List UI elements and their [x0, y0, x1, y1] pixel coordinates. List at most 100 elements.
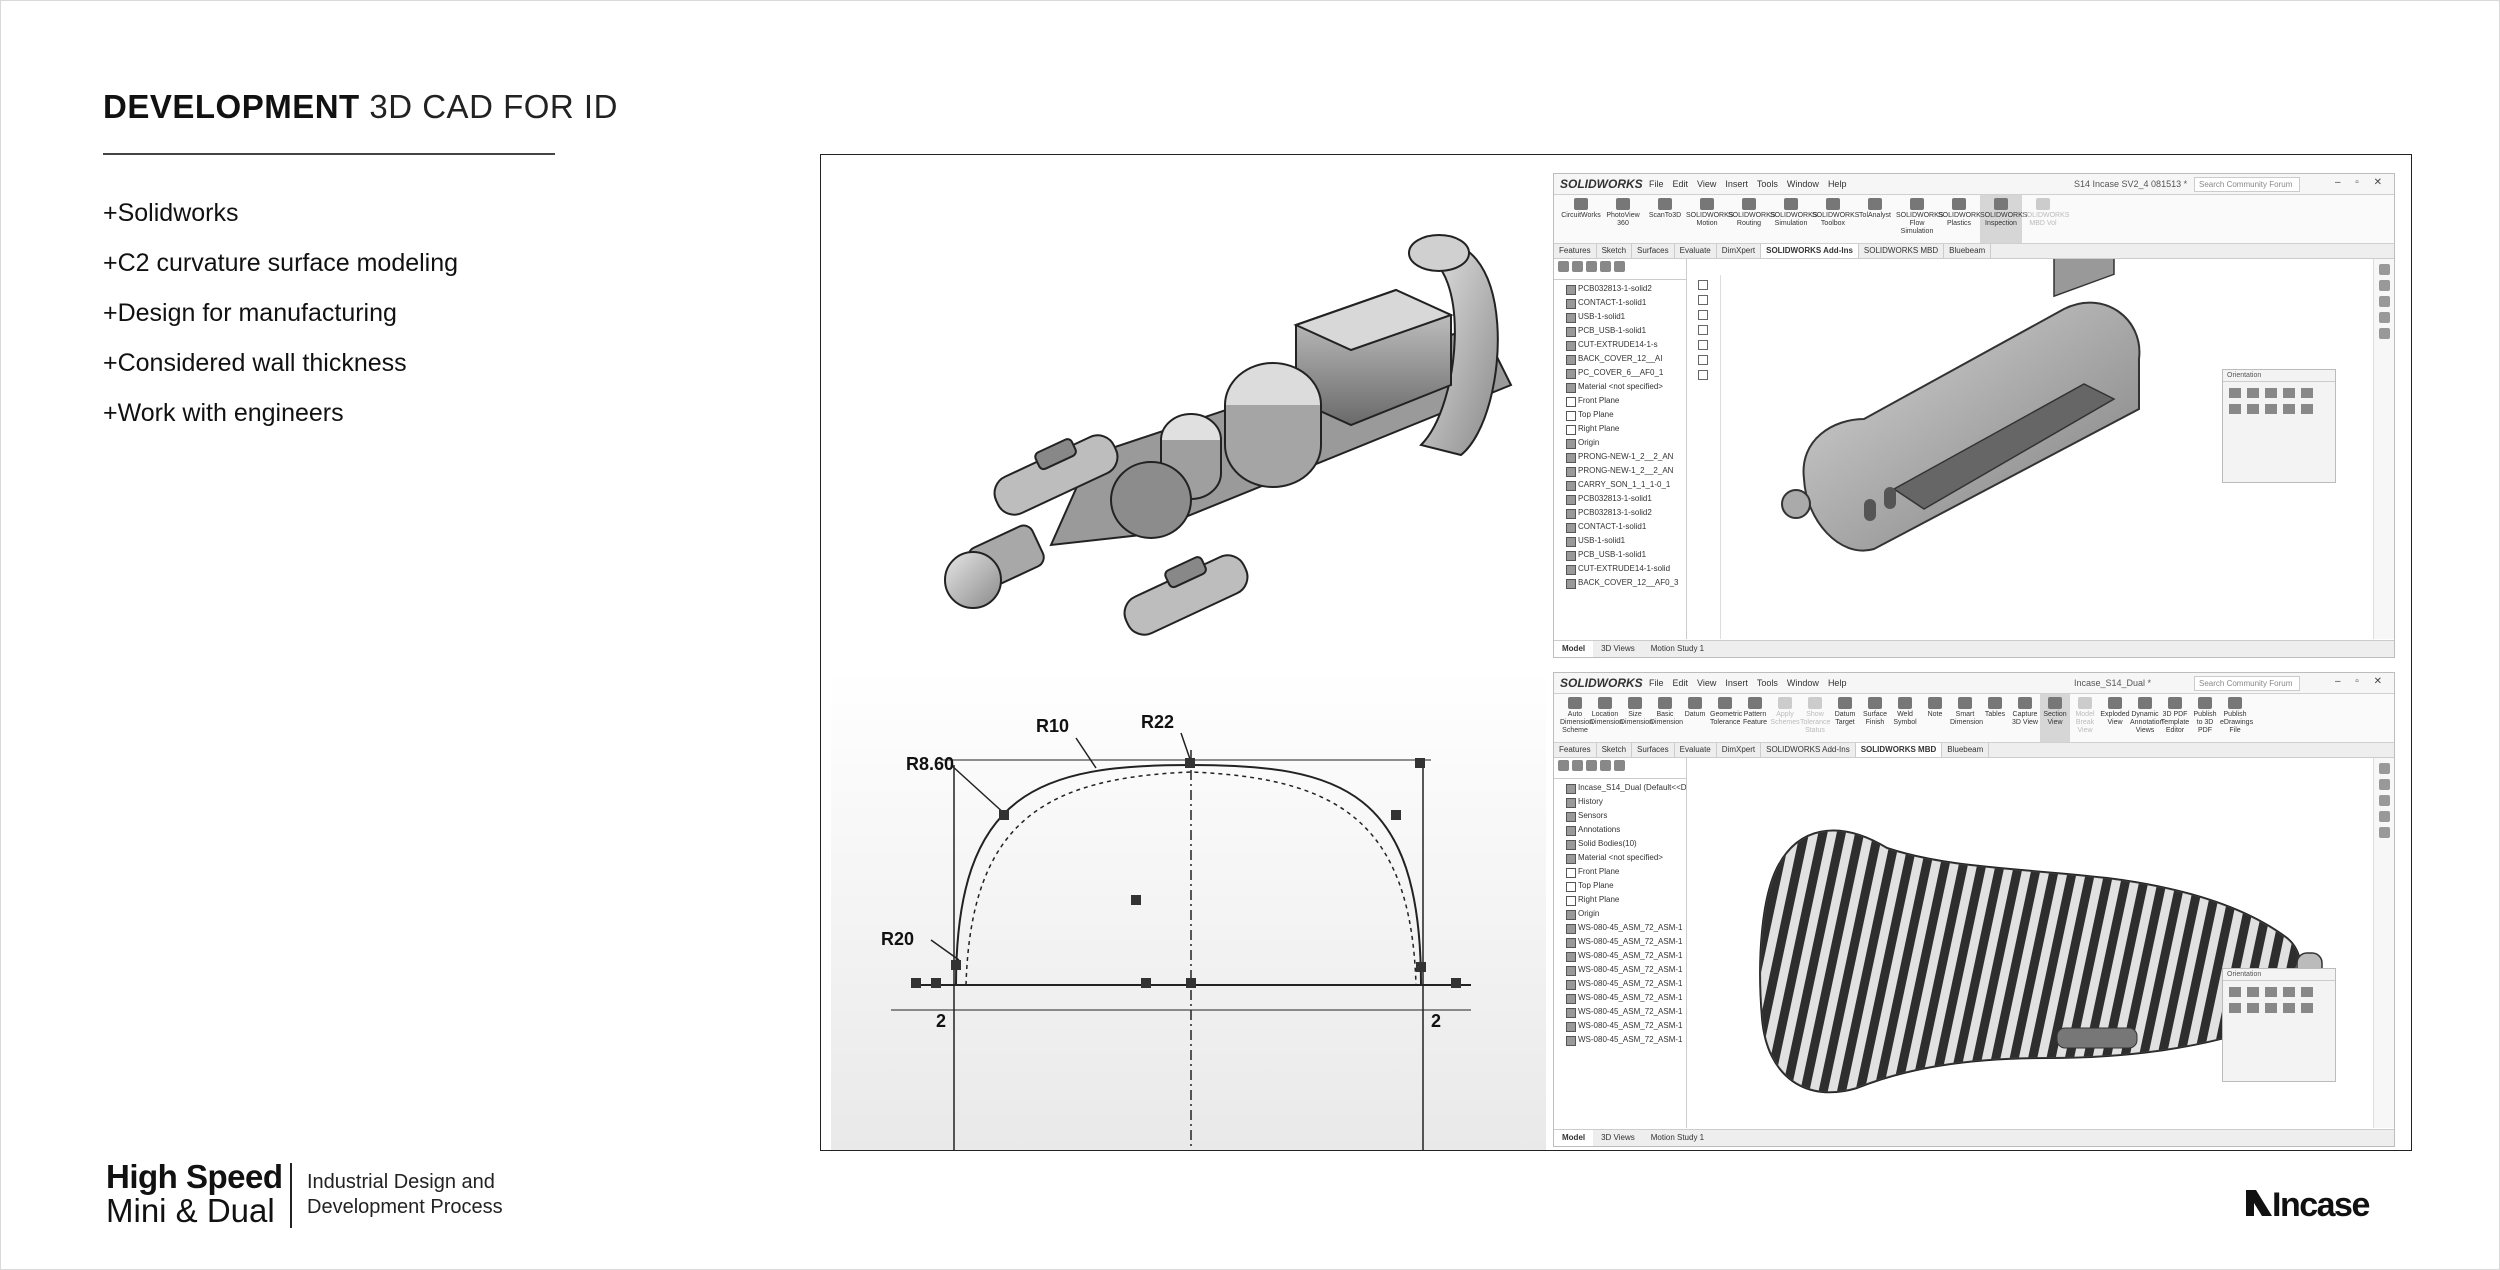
display-manager-icon[interactable]: [1614, 760, 1625, 771]
tree-item[interactable]: CUT-EXTRUDE14-1-solid: [1564, 562, 1686, 576]
tab-bluebeam[interactable]: Bluebeam: [1944, 244, 1992, 258]
tree-item[interactable]: USB-1-solid1: [1564, 534, 1686, 548]
tree-item[interactable]: Right Plane: [1564, 893, 1686, 907]
cmd-button[interactable]: Weld Symbol: [1890, 694, 1920, 742]
feature-manager-icon[interactable]: [1558, 261, 1569, 272]
tree-item[interactable]: Top Plane: [1564, 408, 1686, 422]
dimxpert-icon[interactable]: [1600, 261, 1611, 272]
cmd-button[interactable]: Tables: [1980, 694, 2010, 742]
menu-file[interactable]: File: [1649, 678, 1664, 688]
tab-dimxpert[interactable]: DimXpert: [1717, 743, 1762, 757]
tree-item[interactable]: CONTACT-1-solid1: [1564, 520, 1686, 534]
task-pane-icon[interactable]: [2378, 312, 2390, 323]
tree-item[interactable]: PCB_USB-1-solid1: [1564, 324, 1686, 338]
cmd-button-active[interactable]: Section View: [2040, 694, 2070, 742]
tree-item[interactable]: BACK_COVER_12__AI: [1564, 352, 1686, 366]
cmd-button[interactable]: Basic Dimension: [1650, 694, 1683, 742]
tree-item[interactable]: WS-080-45_ASM_72_ASM-1: [1564, 963, 1686, 977]
tree-item[interactable]: PRONG-NEW-1_2__2_AN: [1564, 464, 1686, 478]
menu-help[interactable]: Help: [1827, 678, 1847, 688]
tab-3d-views[interactable]: 3D Views: [1601, 644, 1635, 653]
property-manager-icon[interactable]: [1572, 760, 1583, 771]
tab-3d-views[interactable]: 3D Views: [1601, 1133, 1635, 1142]
tab-mbd[interactable]: SOLIDWORKS MBD: [1855, 743, 1943, 757]
task-pane-icon[interactable]: [2378, 296, 2390, 307]
tree-item[interactable]: Material <not specified>: [1564, 380, 1686, 394]
cmd-button[interactable]: Publish eDrawings File: [2220, 694, 2253, 742]
cmd-button-active[interactable]: SOLIDWORKS Inspection: [1980, 195, 2027, 243]
orientation-dialog[interactable]: Orientation: [2222, 369, 2336, 483]
cmd-button[interactable]: Size Dimension: [1620, 694, 1653, 742]
checkbox[interactable]: [1698, 280, 1708, 290]
cmd-button[interactable]: Pattern Feature: [1740, 694, 1770, 742]
menu-tools[interactable]: Tools: [1756, 179, 1778, 189]
checkbox[interactable]: [1698, 325, 1708, 335]
tree-item[interactable]: History: [1564, 795, 1686, 809]
cmd-button[interactable]: Dynamic Annotation Views: [2130, 694, 2163, 742]
tree-item[interactable]: Annotations: [1564, 823, 1686, 837]
search-input[interactable]: Search Community Forum: [2194, 177, 2300, 192]
task-pane-icon[interactable]: [2378, 811, 2390, 822]
menu-insert[interactable]: Insert: [1725, 179, 1748, 189]
tree-item[interactable]: PCB032813-1-solid2: [1564, 506, 1686, 520]
graphics-area[interactable]: Orientation: [1744, 183, 2370, 639]
cmd-button[interactable]: Exploded View: [2100, 694, 2130, 742]
menu-insert[interactable]: Insert: [1725, 678, 1748, 688]
cmd-button[interactable]: SOLIDWORKS Simulation: [1770, 195, 1817, 243]
menu-window[interactable]: Window: [1786, 179, 1819, 189]
cmd-button[interactable]: PhotoView 360: [1602, 195, 1644, 243]
menu-file[interactable]: File: [1649, 179, 1664, 189]
task-pane-icon[interactable]: [2378, 328, 2390, 339]
tab-surfaces[interactable]: Surfaces: [1632, 244, 1675, 258]
cmd-button[interactable]: Publish to 3D PDF: [2190, 694, 2220, 742]
tree-item[interactable]: Origin: [1564, 907, 1686, 921]
task-pane-icon[interactable]: [2378, 795, 2390, 806]
tab-evaluate[interactable]: Evaluate: [1675, 244, 1717, 258]
config-manager-icon[interactable]: [1586, 760, 1597, 771]
tree-item[interactable]: WS-080-45_ASM_72_ASM-1: [1564, 977, 1686, 991]
cmd-button[interactable]: Geometric Tolerance: [1710, 694, 1742, 742]
tree-item[interactable]: WS-080-45_ASM_72_ASM-1: [1564, 1033, 1686, 1047]
tree-item[interactable]: WS-080-45_ASM_72_ASM-1: [1564, 1005, 1686, 1019]
cmd-button[interactable]: Auto Dimension Scheme: [1560, 694, 1593, 742]
tab-addins[interactable]: SOLIDWORKS Add-Ins: [1761, 743, 1856, 757]
cmd-button[interactable]: Datum: [1680, 694, 1710, 742]
cmd-button[interactable]: SOLIDWORKS Toolbox: [1812, 195, 1859, 243]
checkbox[interactable]: [1698, 295, 1708, 305]
tree-item[interactable]: Front Plane: [1564, 865, 1686, 879]
tree-item[interactable]: BACK_COVER_12__AF0_3: [1564, 576, 1686, 590]
cmd-button[interactable]: SOLIDWORKS Routing: [1728, 195, 1775, 243]
window-controls[interactable]: – ▫ ✕: [2334, 676, 2388, 687]
cmd-button[interactable]: Location Dimension: [1590, 694, 1623, 742]
task-pane-icon[interactable]: [2378, 779, 2390, 790]
cmd-button[interactable]: Capture 3D View: [2010, 694, 2040, 742]
cmd-button[interactable]: SOLIDWORKS Motion: [1686, 195, 1733, 243]
task-pane-icon[interactable]: [2378, 264, 2390, 275]
property-manager-icon[interactable]: [1572, 261, 1583, 272]
tree-item[interactable]: CONTACT-1-solid1: [1564, 296, 1686, 310]
window-controls[interactable]: – ▫ ✕: [2334, 177, 2388, 188]
tree-item[interactable]: Solid Bodies(10): [1564, 837, 1686, 851]
cmd-button[interactable]: CircuitWorks: [1560, 195, 1602, 243]
menu-view[interactable]: View: [1697, 678, 1717, 688]
tab-sketch[interactable]: Sketch: [1597, 743, 1633, 757]
tab-bluebeam[interactable]: Bluebeam: [1942, 743, 1990, 757]
tab-motion-study[interactable]: Motion Study 1: [1650, 1133, 1705, 1142]
tab-addins[interactable]: SOLIDWORKS Add-Ins: [1761, 244, 1859, 258]
tree-item[interactable]: Sensors: [1564, 809, 1686, 823]
tab-model[interactable]: Model: [1554, 1130, 1594, 1146]
tree-item[interactable]: Top Plane: [1564, 879, 1686, 893]
graphics-area[interactable]: Orientation: [1687, 758, 2370, 1128]
cmd-button[interactable]: SOLIDWORKS Plastics: [1938, 195, 1985, 243]
tree-item[interactable]: PCB032813-1-solid1: [1564, 492, 1686, 506]
dimxpert-icon[interactable]: [1600, 760, 1611, 771]
tree-item[interactable]: WS-080-45_ASM_72_ASM-1: [1564, 1019, 1686, 1033]
tree-item[interactable]: CUT-EXTRUDE14-1-s: [1564, 338, 1686, 352]
tree-item[interactable]: WS-080-45_ASM_72_ASM-1: [1564, 921, 1686, 935]
orientation-dialog[interactable]: Orientation: [2222, 968, 2336, 1082]
tree-item[interactable]: Front Plane: [1564, 394, 1686, 408]
cmd-button[interactable]: Smart Dimension: [1950, 694, 1983, 742]
tree-item[interactable]: USB-1-solid1: [1564, 310, 1686, 324]
cmd-button[interactable]: Datum Target: [1830, 694, 1860, 742]
tree-item[interactable]: Right Plane: [1564, 422, 1686, 436]
